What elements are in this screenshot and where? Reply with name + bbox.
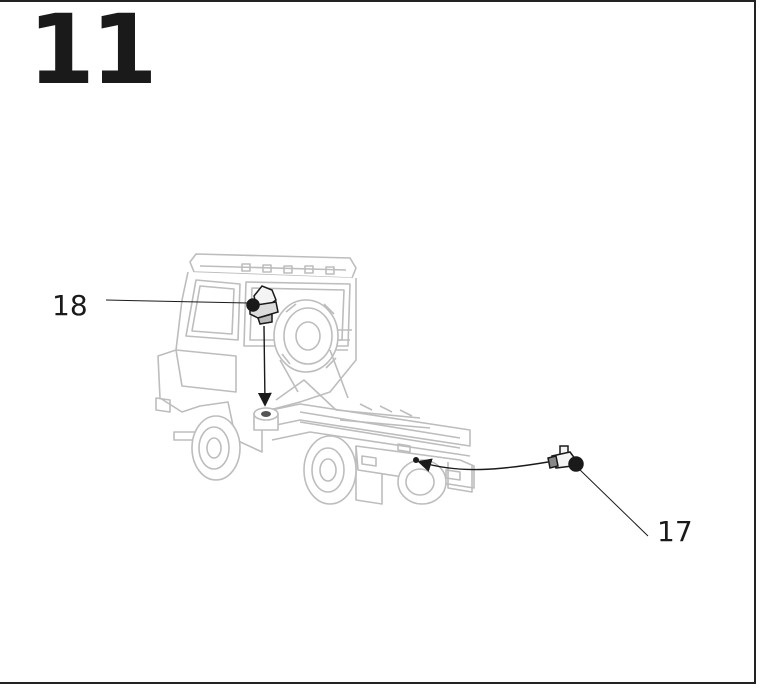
callout-label-17: 17 bbox=[657, 515, 693, 548]
hitch-part bbox=[547, 445, 584, 472]
callout-17-leader bbox=[577, 467, 649, 537]
attach-point-17 bbox=[413, 457, 419, 463]
seat-cushion-part bbox=[246, 285, 279, 325]
truck-drawing bbox=[155, 253, 475, 505]
step-number: 11 bbox=[28, 0, 158, 106]
step-frame bbox=[0, 0, 756, 684]
insert-arrow-17 bbox=[417, 458, 549, 472]
callout-label-18: 18 bbox=[52, 289, 88, 322]
insert-arrow-18 bbox=[257, 325, 272, 407]
callout-18-leader bbox=[105, 299, 249, 304]
roof-lights bbox=[241, 263, 335, 275]
